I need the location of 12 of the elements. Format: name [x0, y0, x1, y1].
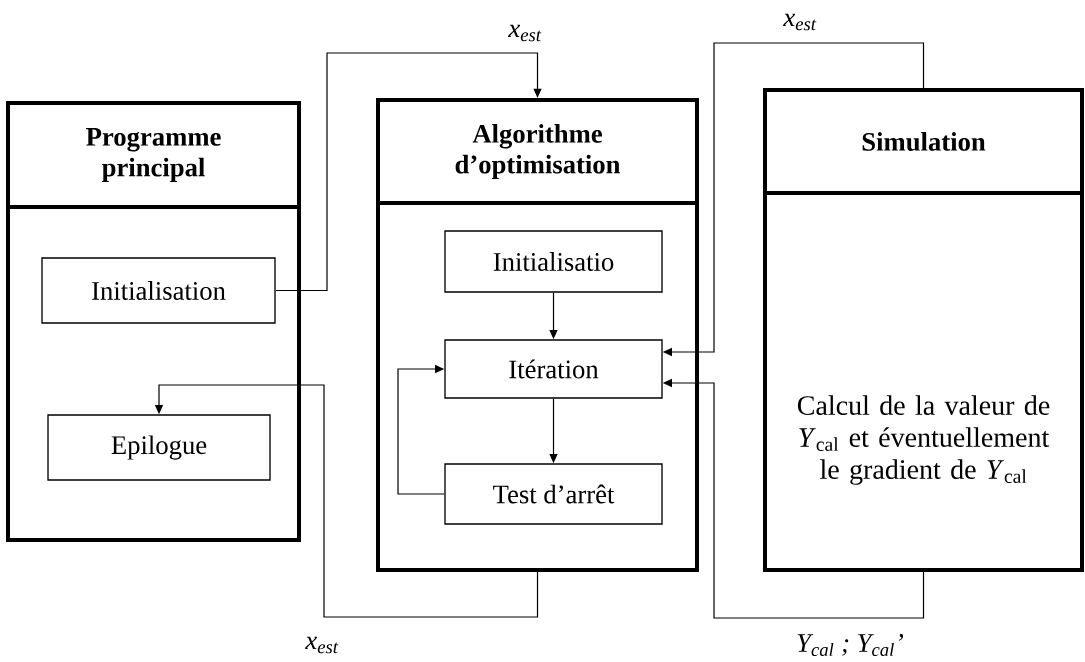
arrow: [397, 364, 445, 495]
arrow: [275, 52, 542, 292]
panel-box: Simulation Calcul de la valeur de Y$_{cal}$ et éventuellement le gradient de Y$_{cal}$: [763, 88, 1084, 572]
process-box: Epilogue: [47, 414, 271, 481]
process-box: Initialisatio: [444, 230, 663, 293]
edge-label: x$_{est}$: [507, 23, 543, 43]
edge-label: x$_{est}$: [782, 12, 818, 32]
process-box: Initialisation: [41, 257, 276, 324]
edge-label: Y$_{cal}$ ; Y$_{cal}$’: [794, 632, 906, 658]
edge-label: x$_{est}$: [304, 635, 340, 655]
process-box: Test d’arrêt: [444, 463, 663, 525]
process-box: Itération: [444, 339, 663, 399]
